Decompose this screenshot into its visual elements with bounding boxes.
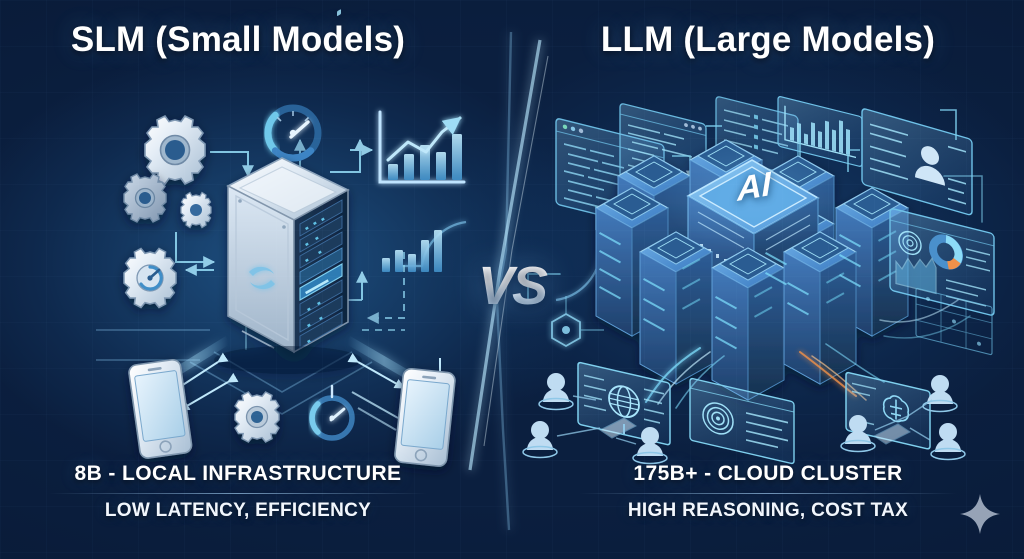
sparkle-icon: [960, 494, 1000, 534]
smartphone-left-icon: [128, 358, 193, 459]
target-gear-icon: [123, 247, 177, 309]
rack-group-front: [638, 231, 858, 401]
gear-small-icon: [180, 191, 212, 229]
left-panel-title: SLM (Small Models): [70, 20, 406, 59]
left-caption-block: 8B - LOCAL INFRASTRUCTURE LOW LATENCY, E…: [18, 462, 458, 522]
smartphone-right-icon: [394, 367, 456, 467]
server-tower-icon: [214, 9, 362, 374]
fingerprint-window-icon: [689, 377, 795, 465]
left-caption-main: 8B - LOCAL INFRASTRUCTURE: [74, 462, 402, 485]
gauge-bottom-icon: [309, 384, 355, 441]
right-panel-title: LLM (Large Models): [600, 20, 936, 59]
server-rack-slots: [299, 9, 343, 349]
right-caption-rule: [578, 493, 958, 494]
left-caption-rule: [48, 493, 428, 494]
gear-bottom-icon: [234, 391, 280, 443]
right-caption-main: 175B+ - CLOUD CLUSTER: [633, 462, 903, 485]
rack-slot-lights: [599, 232, 861, 350]
user-avatar-icon: [522, 373, 966, 465]
gear-medium-icon: [123, 173, 167, 223]
network-node-panel-icon: [551, 296, 604, 348]
ai-chip-glow: [662, 146, 842, 250]
bar-chart-panel-icon: [777, 96, 863, 167]
right-caption-sub: HIGH REASONING, COST TAX: [627, 500, 909, 521]
matrix-panel-icon: [915, 287, 993, 356]
avatar-connectors: [556, 395, 933, 445]
vs-label: VS: [462, 236, 562, 336]
center-divider: [402, 31, 618, 531]
vs-divider-badge: VS: [462, 236, 562, 336]
gauge-icon: [264, 104, 322, 162]
bar-chart-small-icon: [382, 230, 442, 272]
gear-large-icon: [144, 114, 206, 186]
bar-chart-trend-icon: [378, 110, 466, 184]
right-caption-block: 175B+ - CLOUD CLUSTER HIGH REASONING, CO…: [548, 462, 988, 522]
left-caption-sub: LOW LATENCY, EFFICIENCY: [104, 500, 372, 521]
globe-monitor-icon: [577, 361, 671, 446]
user-profile-panel-icon: [861, 108, 973, 216]
